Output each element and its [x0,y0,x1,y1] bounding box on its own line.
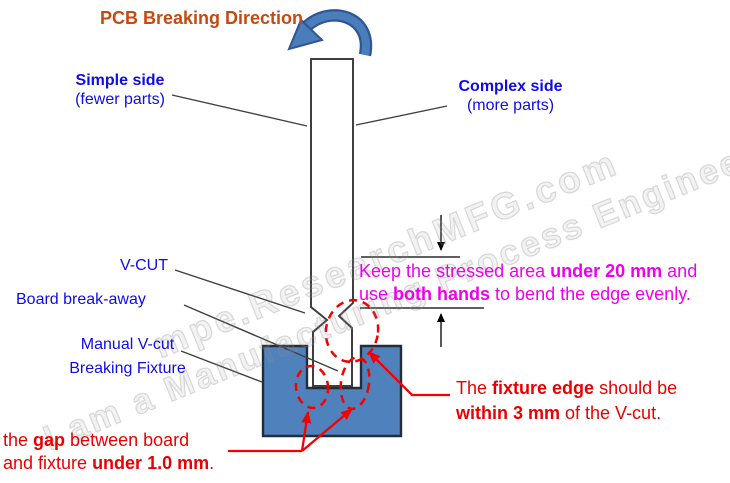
gap-left-highlight-ellipse [294,364,330,410]
note-segment: . [209,453,215,473]
stressed-area-dimension [360,215,484,347]
gap-arrow-right-icon [301,408,353,452]
fixture-label-line1: Manual V-cut [80,336,175,353]
simple-side-subtitle: (fewer parts) [75,90,165,108]
leader-board-break-away [183,304,339,372]
diagram-title: PCB Breaking Direction [100,8,304,28]
breaking-direction-arrow [287,9,373,57]
fixture-label-line2: Breaking Fixture [69,360,186,377]
note-segment-bold: gap [33,430,66,450]
note-segment-bold: under 1.0 mm [92,453,210,473]
note-segment: and fixture [3,453,93,473]
v-cut-label: V-CUT [120,257,168,274]
stressed-area-note: Keep the stressed area under 20 mm and u… [359,260,697,306]
note-segment: between board [65,430,190,450]
leader-v-cut [174,269,306,314]
vcut-breaking-fixture-shape [261,344,403,438]
leader-breaking-fixture [180,350,263,383]
note-segment-bold: within 3 mm [456,403,561,423]
complex-side-subtitle: (more parts) [466,96,555,114]
note-segment-bold: fixture edge [492,378,595,398]
arc-arrow-body [303,11,370,56]
board-break-away-label: Board break-away [16,291,146,308]
note-segment: The [456,378,493,398]
note-segment: and [662,261,698,281]
leader-complex-side [355,105,448,126]
complex-side-label: Complex side (more parts) [443,78,578,116]
note-segment: Keep the stressed area [359,261,551,281]
leader-lines [171,94,448,383]
note-segment: should be [594,378,678,398]
note-segment: of the V-cut. [560,403,662,423]
fixture-edge-note: The fixture edge should be within 3 mm o… [456,376,677,426]
simple-side-title: Simple side [75,72,165,89]
leader-simple-side [171,94,308,127]
note-segment: use [359,284,394,304]
arc-arrowhead-icon [287,18,324,51]
simple-side-label: Simple side (fewer parts) [55,72,185,110]
vcut-highlight-ellipse [324,298,380,364]
note-segment-bold: both hands [393,284,491,304]
fixture-edge-arrow-icon [368,351,450,397]
note-segment: to bend the edge evenly. [490,284,691,304]
gap-arrow-left-icon [300,411,312,452]
red-annotation-arrows [228,351,450,453]
note-segment-bold: under 20 mm [550,261,663,281]
gap-note: the gap between board and fixture under … [3,429,214,475]
pcb-board-shape [310,58,354,387]
note-segment: the [3,430,34,450]
complex-side-title: Complex side [458,78,563,95]
breaking-fixture-label: Manual V-cut Breaking Fixture [45,333,210,381]
